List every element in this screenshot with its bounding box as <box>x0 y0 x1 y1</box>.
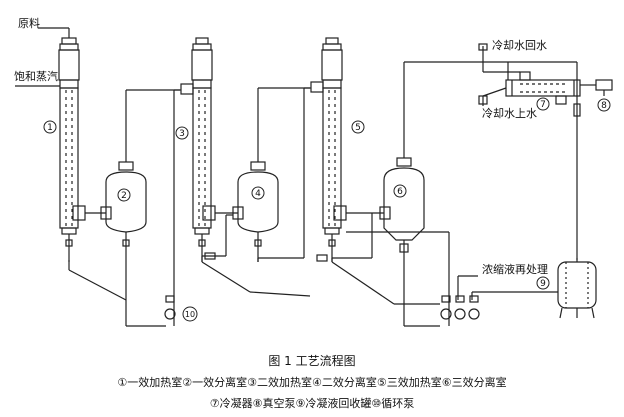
tag-3 <box>175 126 189 140</box>
tag-7-text: 7 <box>540 100 546 110</box>
legend-line-1: ①一效加热室②一效分离室③二效加热室④二效分离室⑤三效加热室⑥三效分离室 <box>117 376 507 389</box>
tag-1-text: 1 <box>47 123 53 133</box>
tag-9 <box>536 276 550 290</box>
concentrate-processing-label: 浓缩液再处理 <box>482 263 548 276</box>
pump-icon <box>440 308 452 320</box>
tag-1 <box>43 120 57 134</box>
figure-title: 图 1 工艺流程图 <box>268 354 356 368</box>
tag-10 <box>182 306 198 322</box>
pump-icon <box>164 308 176 320</box>
legend-line-2: ⑦冷凝器⑧真空泵⑨冷凝液回收罐⑩循环泵 <box>209 397 415 410</box>
tag-8-text: 8 <box>601 101 607 111</box>
raw-material-label: 原料 <box>18 17 40 30</box>
pump-icon <box>454 308 466 320</box>
tag-3-text: 3 <box>179 129 185 139</box>
cooling-water-supply-label: 冷却水上水 <box>482 107 537 120</box>
tag-6-text: 6 <box>397 187 403 197</box>
first-effect-heater <box>58 37 80 262</box>
tag-2-text: 2 <box>121 191 127 201</box>
second-effect-heater <box>180 37 213 262</box>
condenser <box>505 61 581 260</box>
tag-5-text: 5 <box>355 123 361 133</box>
tag-5 <box>351 120 365 134</box>
tag-10-text: 10 <box>185 310 195 319</box>
third-effect-separator <box>383 61 508 253</box>
tag-8 <box>597 98 611 112</box>
third-effect-heater <box>310 37 343 262</box>
cooling-water-return-label: 冷却水回水 <box>492 39 547 52</box>
tag-6 <box>393 184 407 198</box>
tag-2 <box>117 188 131 202</box>
tag-4-text: 4 <box>255 189 261 199</box>
first-effect-separator <box>105 89 180 262</box>
pump-icon <box>468 308 480 320</box>
vacuum-pump <box>580 79 613 96</box>
second-effect-separator <box>237 87 310 262</box>
tag-4 <box>251 186 265 200</box>
saturated-steam-label: 饱和蒸汽 <box>14 70 58 83</box>
tag-7 <box>536 97 550 111</box>
condensate-recovery-tank <box>557 258 597 319</box>
tag-9-text: 9 <box>540 279 546 289</box>
